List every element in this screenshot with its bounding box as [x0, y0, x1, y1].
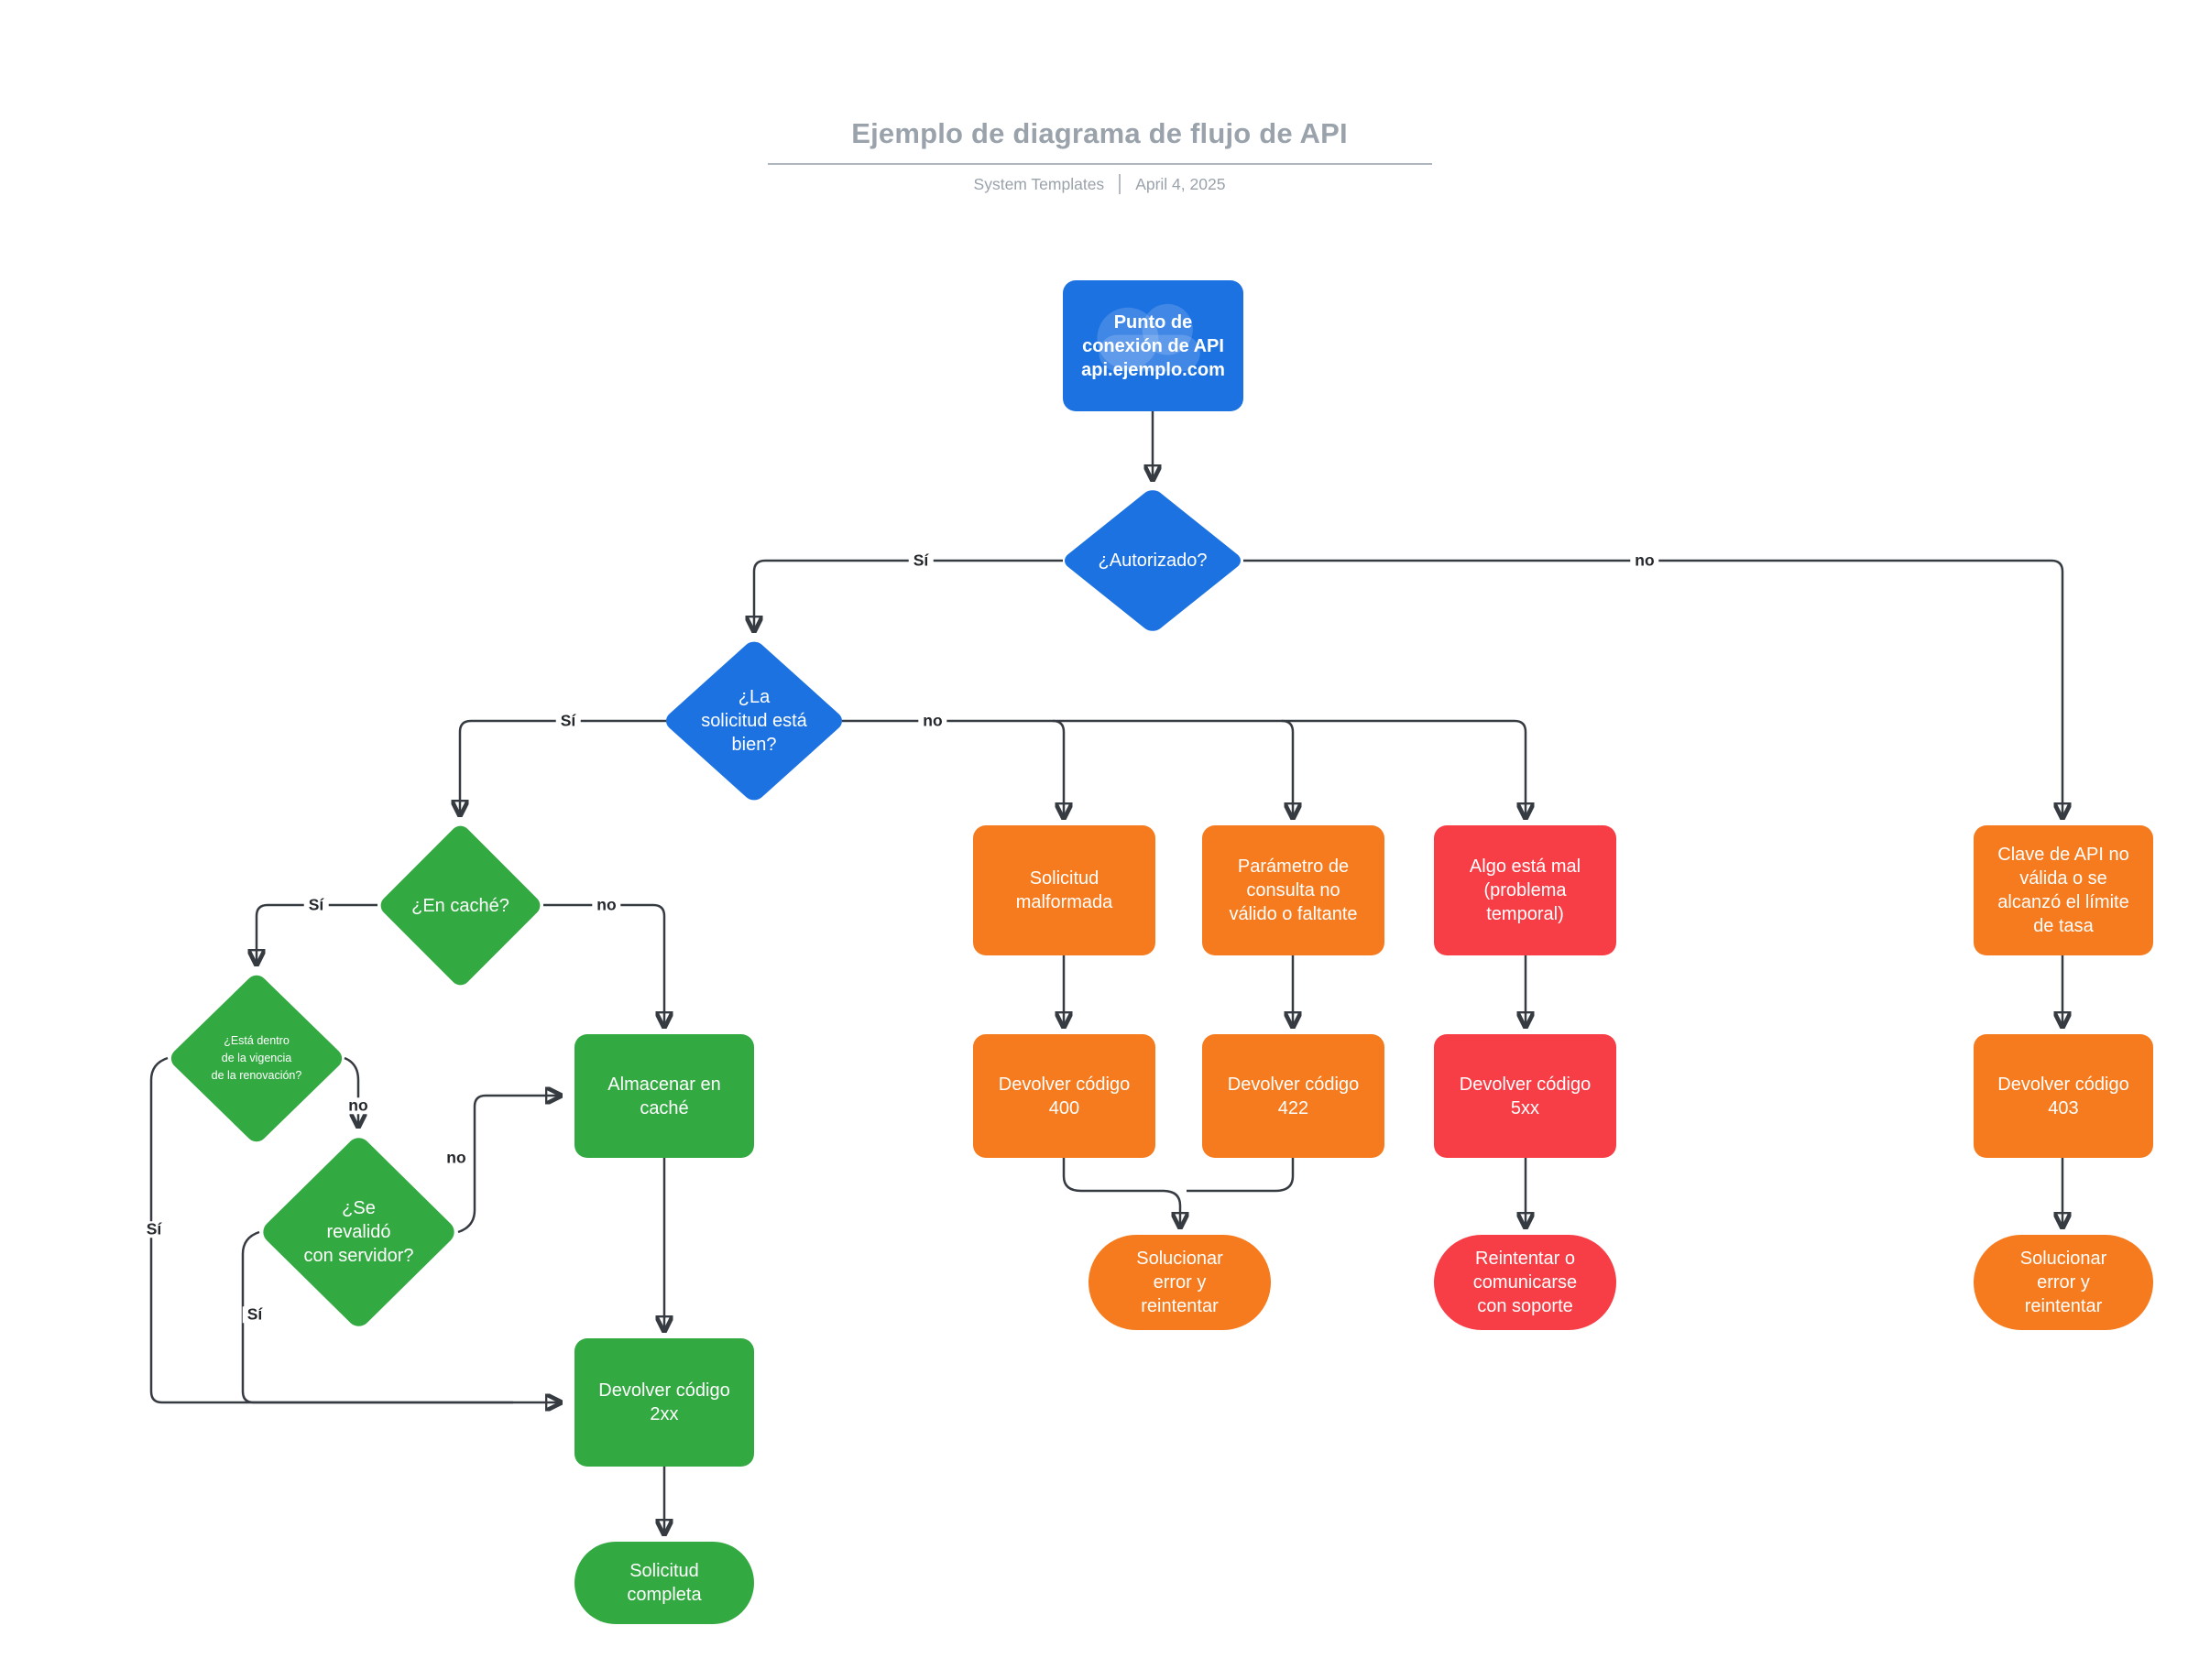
node-return-5xx-label: Devolver código 5xx	[1459, 1074, 1592, 1118]
node-decision-authorized: ¿Autorizado?	[1061, 487, 1244, 634]
node-return-2xx-label: Devolver código 2xx	[598, 1380, 730, 1424]
diamond-shape	[380, 825, 541, 986]
edge-label-request-no: no	[918, 713, 947, 729]
node-return-400-label: Devolver código 400	[998, 1074, 1131, 1118]
node-decision-within-renewal-label: ¿Está dentro de la vigencia de la renova…	[211, 1034, 302, 1082]
node-store-cache: Almacenar en caché	[574, 1034, 754, 1158]
node-decision-in-cache-label: ¿En caché?	[411, 895, 509, 916]
edge-label-request-yes: Sí	[555, 713, 581, 729]
diagram-header: Ejemplo de diagrama de flujo de API Syst…	[0, 117, 2199, 194]
node-decision-request-ok: ¿La solicitud está bien?	[662, 638, 846, 803]
diamond-shape	[170, 975, 343, 1142]
date-label: April 4, 2025	[1135, 174, 1226, 193]
node-request-complete: Solicitud completa	[574, 1542, 754, 1624]
cloud-icon	[1097, 303, 1200, 372]
node-something-wrong-label: Algo está mal (problema temporal)	[1469, 856, 1581, 924]
node-decision-request-ok-label: ¿La solicitud está bien?	[701, 687, 807, 755]
node-request-complete-label: Solicitud completa	[627, 1561, 702, 1605]
node-return-422-label: Devolver código 422	[1227, 1074, 1360, 1118]
node-return-2xx: Devolver código 2xx	[574, 1338, 754, 1467]
edge-label-authorized-yes: Sí	[908, 552, 934, 569]
author-label: System Templates	[973, 174, 1105, 193]
node-invalid-api-key-label: Clave de API no válida o se alcanzó el l…	[1997, 845, 2129, 936]
diamond-shape	[263, 1138, 454, 1326]
node-retry-contact-support-label: Reintentar o comunicarse con soporte	[1472, 1249, 1578, 1316]
node-decision-in-cache: ¿En caché?	[377, 823, 543, 988]
node-retry-contact-support: Reintentar o comunicarse con soporte	[1434, 1235, 1616, 1330]
edge-label-cache-no: no	[592, 897, 621, 913]
edge-label-renewal-yes: Sí	[141, 1221, 167, 1238]
edge-label-revalidated-yes: Sí	[242, 1306, 268, 1323]
node-invalid-api-key: Clave de API no válida o se alcanzó el l…	[1974, 825, 2153, 955]
diamond-shape	[1065, 490, 1241, 631]
edge-label-renewal-no: no	[344, 1097, 373, 1114]
diamond-shape	[666, 641, 842, 801]
node-decision-within-renewal: ¿Está dentro de la vigencia de la renova…	[168, 972, 345, 1145]
edge-label-cache-yes: Sí	[303, 897, 329, 913]
node-api-endpoint: Punto de conexión de API api.ejemplo.com	[1063, 280, 1243, 411]
node-fix-error-retry-2-label: Solucionar error y reintentar	[2019, 1249, 2107, 1316]
node-query-param-invalid-label: Parámetro de consulta no válido o faltan…	[1229, 856, 1358, 924]
node-malformed-request: Solicitud malformada	[973, 825, 1155, 955]
node-decision-revalidated-label: ¿Se revalidó con servidor?	[303, 1198, 414, 1266]
node-decision-revalidated: ¿Se revalidó con servidor?	[259, 1134, 458, 1330]
edge-label-revalidated-no: no	[442, 1150, 471, 1166]
node-something-wrong: Algo está mal (problema temporal)	[1434, 825, 1616, 955]
node-fix-error-retry-2: Solucionar error y reintentar	[1974, 1235, 2153, 1330]
node-return-5xx: Devolver código 5xx	[1434, 1034, 1616, 1158]
node-return-422: Devolver código 422	[1202, 1034, 1384, 1158]
node-return-403-label: Devolver código 403	[1997, 1074, 2129, 1118]
node-fix-error-retry-1-label: Solucionar error y reintentar	[1136, 1249, 1223, 1316]
node-fix-error-retry-1: Solucionar error y reintentar	[1089, 1235, 1271, 1330]
node-store-cache-label: Almacenar en caché	[607, 1074, 721, 1118]
node-decision-authorized-label: ¿Autorizado?	[1098, 551, 1208, 571]
node-return-400: Devolver código 400	[973, 1034, 1155, 1158]
node-return-403: Devolver código 403	[1974, 1034, 2153, 1158]
node-query-param-invalid: Parámetro de consulta no válido o faltan…	[1202, 825, 1384, 955]
node-malformed-request-label: Solicitud malformada	[1015, 868, 1113, 912]
edge-label-authorized-no: no	[1630, 552, 1659, 569]
page-title: Ejemplo de diagrama de flujo de API	[767, 117, 1432, 165]
diagram-subtitle: System Templates April 4, 2025	[0, 174, 2199, 194]
subtitle-separator	[1119, 174, 1121, 194]
node-api-endpoint-label: Punto de conexión de API api.ejemplo.com	[1081, 311, 1225, 380]
